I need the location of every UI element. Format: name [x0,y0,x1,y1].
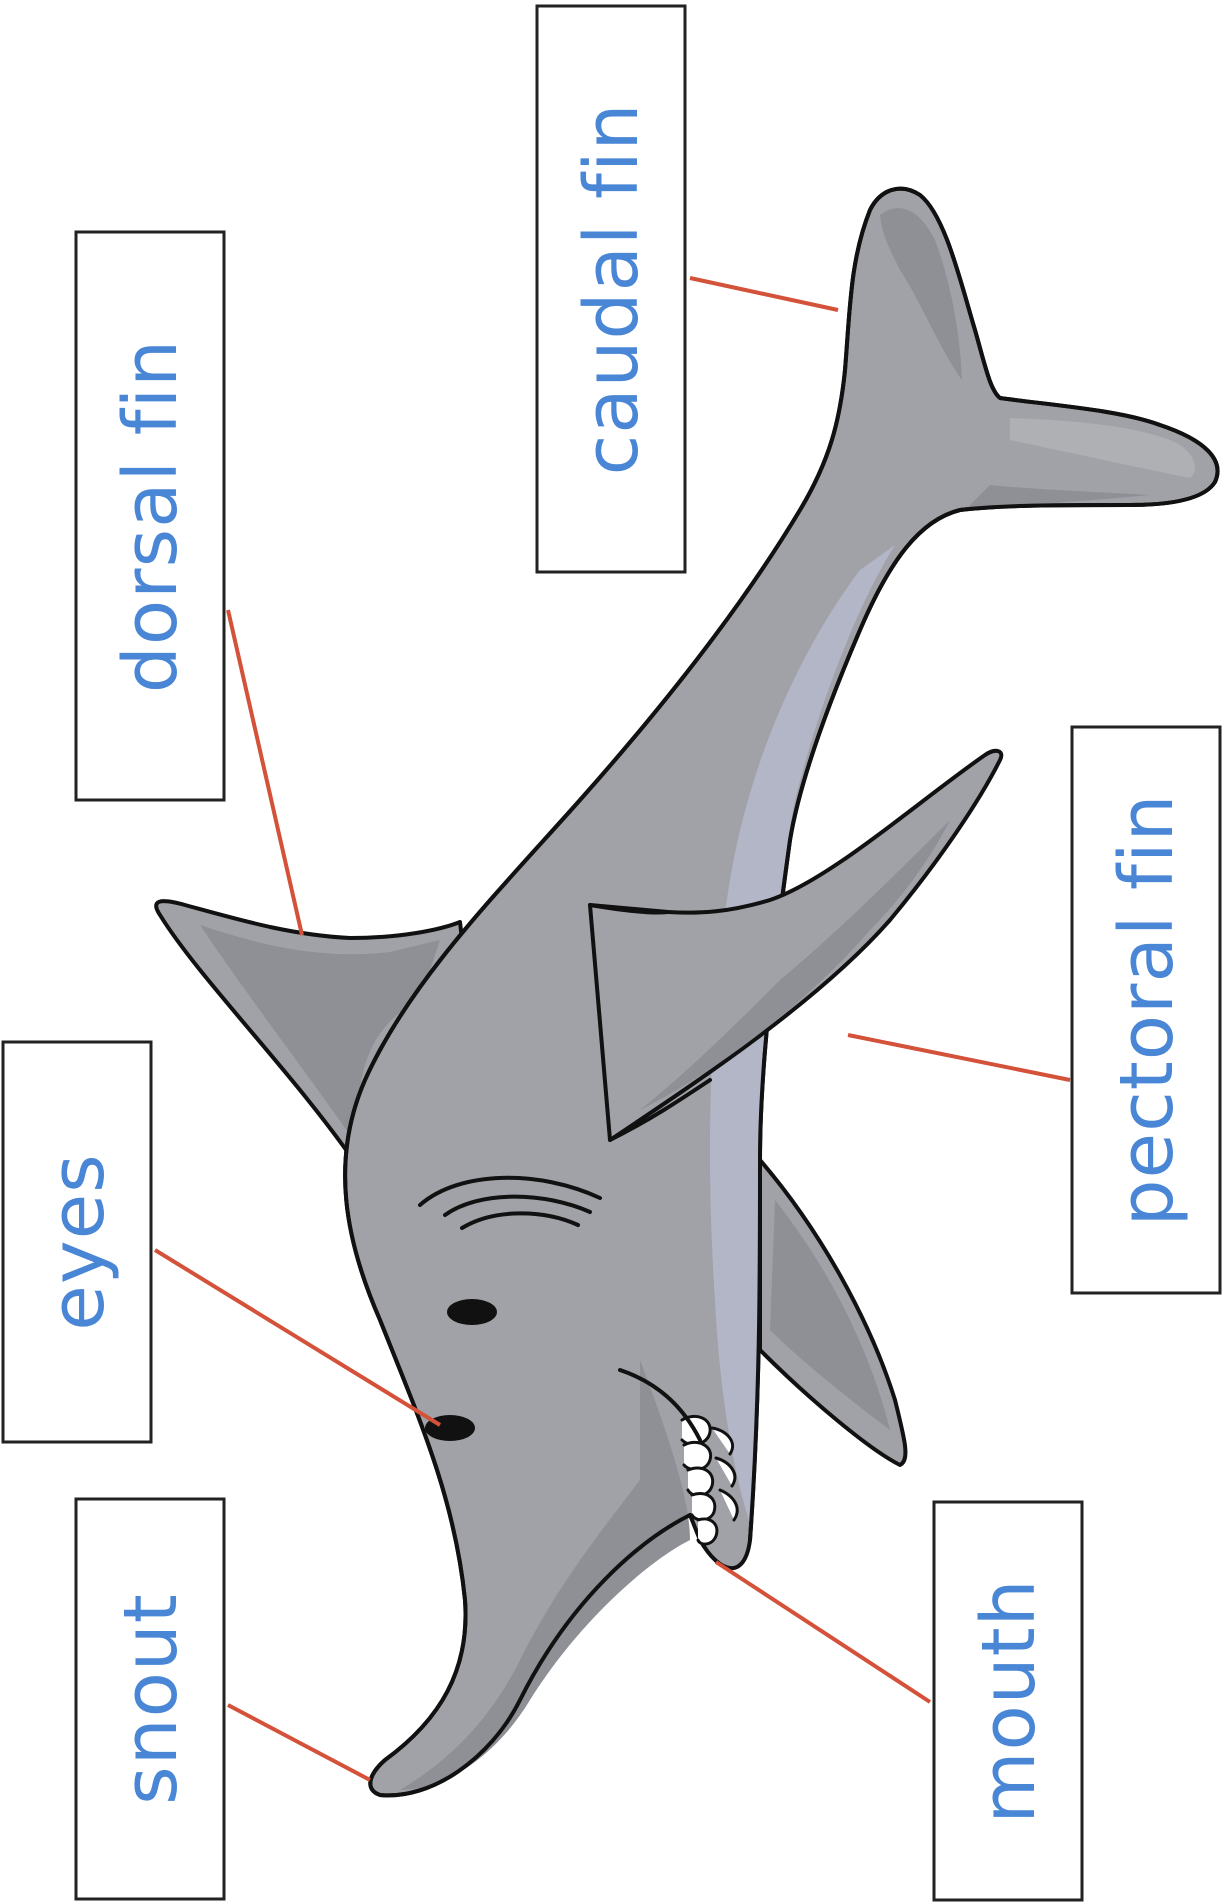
label-dorsal-fin: dorsal fin [108,339,194,693]
leader-line-caudal [690,278,838,310]
leader-line-pectoral [848,1035,1070,1080]
label-mouth: mouth [966,1578,1052,1823]
leader-line-dorsal [228,610,302,935]
leader-line-snout [228,1705,370,1780]
label-caudal-fin: caudal fin [569,103,655,476]
leader-line-mouth [716,1562,930,1702]
eye-upper [447,1299,497,1325]
label-snout: snout [108,1593,194,1805]
label-eyes: eyes [35,1153,121,1330]
label-pectoral-fin: pectoral fin [1104,794,1190,1227]
